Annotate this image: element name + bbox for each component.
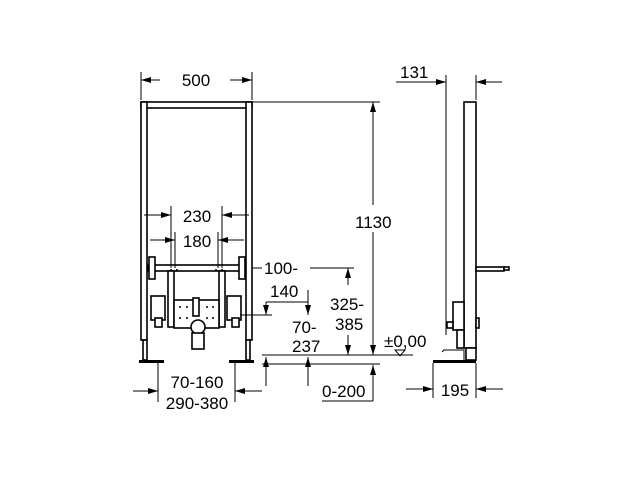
bracket-height-label-2: 385: [335, 315, 363, 334]
dimension-side-top: 131: [396, 63, 502, 335]
dimension-bracket-height: 325- 385: [330, 268, 364, 355]
bracket-height-label-1: 325-: [330, 295, 364, 314]
total-height-label: 1130: [355, 213, 392, 232]
drain-height-label-1: 70-: [292, 318, 317, 337]
inner-spacing-label: 180: [183, 232, 211, 251]
floor-adjust-label: 0-200: [322, 382, 365, 401]
dimension-side-bottom: 195: [406, 363, 503, 400]
crossbar-height-label-2: 140: [270, 282, 298, 301]
dimension-inner-spacing: 180: [150, 232, 244, 268]
drain-height-label-2: 237: [292, 337, 320, 356]
front-view-frame: [139, 101, 254, 363]
foot-offset-label-1: 70-160: [171, 373, 224, 392]
crossbar-height-label-1: 100-: [264, 259, 298, 278]
side-depth-top-label: 131: [400, 63, 428, 82]
foot-offset-label-2: 290-380: [166, 394, 228, 413]
side-depth-bottom-label: 195: [441, 381, 469, 400]
floor-level: ±0,00: [262, 332, 426, 357]
side-view-frame: [433, 101, 510, 363]
floor-level-label: ±0,00: [384, 332, 426, 351]
width-label: 500: [182, 71, 210, 90]
dimension-total-height: 1130: [252, 101, 392, 355]
dimension-floor-adjust: 0-200: [262, 363, 380, 402]
outer-spacing-label: 230: [183, 207, 211, 226]
dimension-crossbar-height: 100- 140: [252, 259, 354, 301]
dimension-drain-height: 70- 237: [240, 290, 320, 386]
dimension-foot-offset: 70-160 290-380: [133, 362, 262, 413]
dimension-width: 500: [140, 71, 253, 100]
